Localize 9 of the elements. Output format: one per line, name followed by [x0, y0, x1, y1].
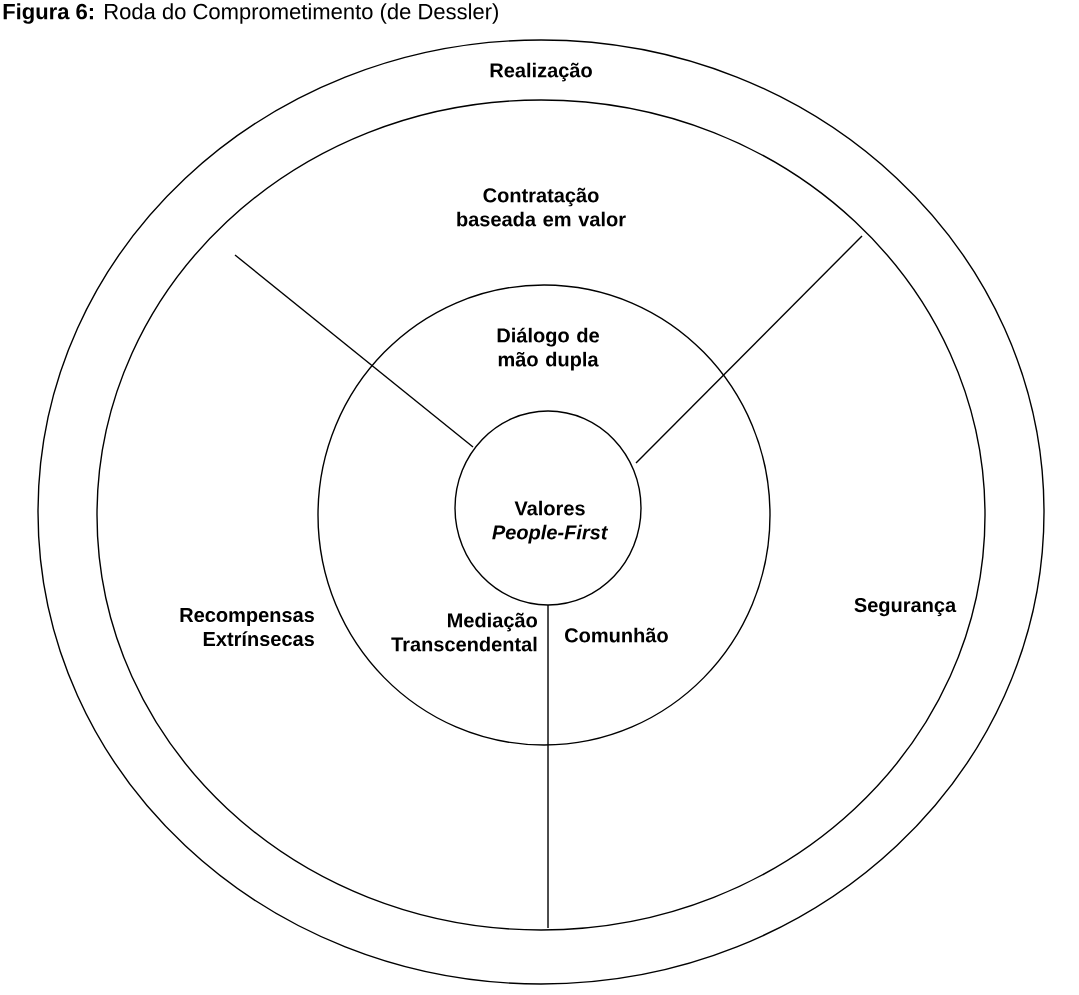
figure-title: Figura 6: Roda do Comprometimento (de Dessler)	[3, 3, 498, 24]
ring-label: Valores People-First	[492, 500, 609, 544]
ring-label: Mediação Transcendental	[391, 612, 537, 652]
ring-label: Recompensas Extrínsecas	[180, 608, 314, 647]
ring-label: Comunhão	[565, 627, 668, 643]
ring-label: Segurança	[854, 598, 957, 617]
ring-label: Realização	[490, 62, 592, 82]
ring-label: Contratação baseada em valor	[457, 187, 626, 227]
ring-label: Diálogo de mão dupla	[497, 327, 599, 371]
